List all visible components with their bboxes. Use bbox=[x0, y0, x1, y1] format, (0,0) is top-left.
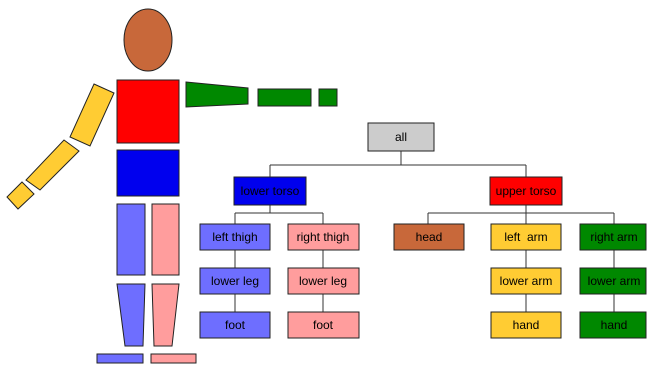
node-left-arm: left arm bbox=[490, 223, 562, 251]
figure-upper-torso bbox=[116, 79, 180, 144]
node-lower-arm-right-label: lower arm bbox=[588, 274, 641, 288]
node-hand-left: hand bbox=[490, 311, 562, 339]
figure-right-lower-leg bbox=[151, 283, 180, 347]
node-lower-arm-left-label: lower arm bbox=[500, 274, 553, 288]
node-all-label: all bbox=[395, 130, 407, 144]
node-foot-right-label: foot bbox=[313, 318, 334, 332]
figure-right-hand bbox=[318, 88, 338, 107]
node-lower-torso-label: lower torso bbox=[241, 184, 300, 198]
node-all: all bbox=[367, 122, 435, 152]
node-right-arm: right arm bbox=[579, 223, 647, 251]
body-figure bbox=[6, 8, 338, 364]
node-lower-leg-left: lower leg bbox=[199, 267, 271, 295]
node-hand-right-label: hand bbox=[601, 318, 628, 332]
figure-right-foot bbox=[150, 353, 197, 364]
figure-left-thigh bbox=[116, 203, 146, 276]
node-hand-right: hand bbox=[579, 311, 647, 339]
figure-left-hand bbox=[6, 181, 35, 210]
node-head: head bbox=[393, 223, 465, 251]
node-upper-torso: upper torso bbox=[489, 176, 563, 206]
node-lower-leg-right-label: lower leg bbox=[299, 274, 347, 288]
node-right-arm-label: right arm bbox=[590, 230, 637, 244]
node-lower-arm-left: lower arm bbox=[490, 267, 562, 295]
figure-left-upper-arm bbox=[69, 83, 115, 147]
figure-right-upper-arm bbox=[185, 81, 249, 108]
node-right-thigh: right thigh bbox=[287, 223, 360, 251]
figure-left-lower-arm bbox=[25, 139, 80, 191]
figure-head bbox=[123, 8, 173, 72]
node-upper-torso-label: upper torso bbox=[496, 184, 557, 198]
node-left-arm-label: left arm bbox=[504, 230, 547, 244]
node-lower-arm-right: lower arm bbox=[579, 267, 647, 295]
node-lower-leg-left-label: lower leg bbox=[211, 274, 259, 288]
figure-lower-torso bbox=[116, 149, 180, 197]
node-left-thigh: left thigh bbox=[199, 223, 271, 251]
node-foot-left-label: foot bbox=[225, 318, 246, 332]
tree-nodes: all lower torso upper torso left thigh r… bbox=[199, 122, 647, 339]
node-foot-left: foot bbox=[199, 311, 271, 339]
node-right-thigh-label: right thigh bbox=[297, 230, 350, 244]
figure-right-thigh bbox=[151, 203, 180, 276]
figure-right-lower-arm bbox=[257, 88, 312, 107]
node-foot-right: foot bbox=[287, 311, 360, 339]
figure-left-lower-leg bbox=[116, 283, 146, 347]
node-lower-torso: lower torso bbox=[233, 176, 307, 206]
node-lower-leg-right: lower leg bbox=[287, 267, 360, 295]
tree-edges bbox=[234, 151, 615, 312]
node-head-label: head bbox=[416, 230, 443, 244]
node-hand-left-label: hand bbox=[513, 318, 540, 332]
node-left-thigh-label: left thigh bbox=[212, 230, 257, 244]
figure-left-foot bbox=[96, 353, 144, 364]
